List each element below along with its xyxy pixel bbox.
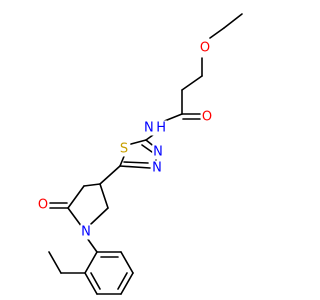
atom-label-background (151, 160, 163, 176)
bond-ph-5-6 (84, 272, 98, 295)
bond-c2-s (130, 139, 147, 145)
amide-nitrogen-label: N H (144, 121, 166, 136)
thiadiazole-nitrogen-4: N (151, 160, 163, 176)
atom-label-background (36, 197, 50, 213)
bond-n1-phenyl (86, 237, 98, 253)
ether-oxygen-label: O (200, 41, 210, 56)
atom-labels: O O N H S N N O N (36, 40, 214, 240)
atom-label-background (198, 40, 212, 56)
atom-label-background (152, 144, 164, 160)
bond-nh-c2 (145, 134, 154, 141)
thiadiazole-nitrogen-4-label: N (152, 161, 162, 176)
bond-ethyl-c1-c2 (223, 13, 243, 29)
atom-label-background (80, 224, 92, 240)
bond-n4-c5 (119, 165, 151, 169)
amide-nitrogen: N H (142, 120, 168, 136)
bonds (48, 13, 243, 295)
bond-ph-2-3 (120, 251, 134, 274)
atom-label-background (142, 120, 168, 136)
bond-c3-c2 (67, 185, 85, 209)
bond-n4-c5-inner (123, 161, 149, 164)
bond-c4-c3 (83, 183, 101, 187)
bond-c5-c4prime (99, 165, 121, 185)
thiadiazole-nitrogen-3: N (152, 144, 164, 160)
ether-oxygen: O (198, 40, 212, 56)
thiadiazole-nitrogen-3-label: N (153, 145, 163, 160)
bond-ch2-ch2 (181, 75, 203, 91)
amide-carbonyl-oxygen: O (200, 109, 214, 125)
bond-ph-ethyl-2 (48, 251, 62, 274)
bond-ph-inner-b (117, 272, 128, 290)
bond-ph-inner-c (90, 272, 101, 290)
bond-ph-6-1 (84, 251, 98, 274)
bond-n1-c5 (90, 207, 109, 225)
bond-c2-n1 (67, 207, 83, 228)
lactam-oxygen: O (36, 197, 50, 213)
pyrrolidine-nitrogen: N (80, 224, 92, 240)
thiadiazole-sulfur-label: S (120, 142, 128, 157)
lactam-oxygen-label: O (38, 198, 48, 213)
amide-carbonyl-oxygen-label: O (202, 110, 212, 125)
bond-ph-3-4 (120, 272, 134, 295)
thiadiazole-sulfur: S (118, 141, 130, 157)
bond-ethyl-c2-o (209, 27, 225, 39)
atom-label-background (200, 109, 214, 125)
molecule-structure-diagram: O O N H S N N O N (36, 13, 243, 295)
atom-label-background (118, 141, 130, 157)
pyrrolidine-nitrogen-label: N (81, 225, 91, 240)
bond-c5-c4 (99, 183, 109, 209)
bond-c2-n3-inner (141, 144, 153, 153)
